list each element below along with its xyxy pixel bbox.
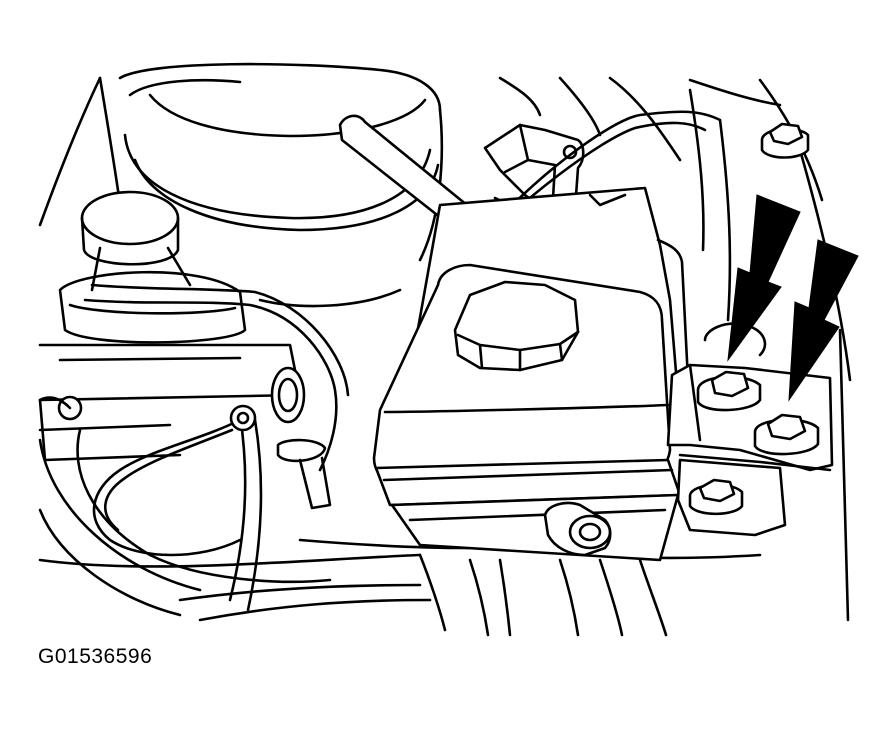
bolt-lower xyxy=(753,413,820,456)
master-cylinder-reservoir xyxy=(58,190,247,344)
engine-bay-illustration xyxy=(38,62,859,637)
bolt-upper xyxy=(696,370,762,412)
bolt-top-right xyxy=(760,122,810,159)
arrow-lower-bolt xyxy=(788,239,859,402)
fluid-reservoir xyxy=(372,186,692,562)
reservoir-cap xyxy=(453,280,580,372)
brake-booster xyxy=(123,93,440,308)
reservoir-outlet-fitting xyxy=(543,501,612,557)
bolt-bracket-lower xyxy=(688,478,744,516)
brake-lines xyxy=(38,283,350,617)
arrow-upper-bolt xyxy=(727,194,801,362)
indicator-arrows xyxy=(727,194,859,402)
master-cylinder-body xyxy=(38,343,306,462)
figure-id-label: G01536596 xyxy=(38,645,153,668)
